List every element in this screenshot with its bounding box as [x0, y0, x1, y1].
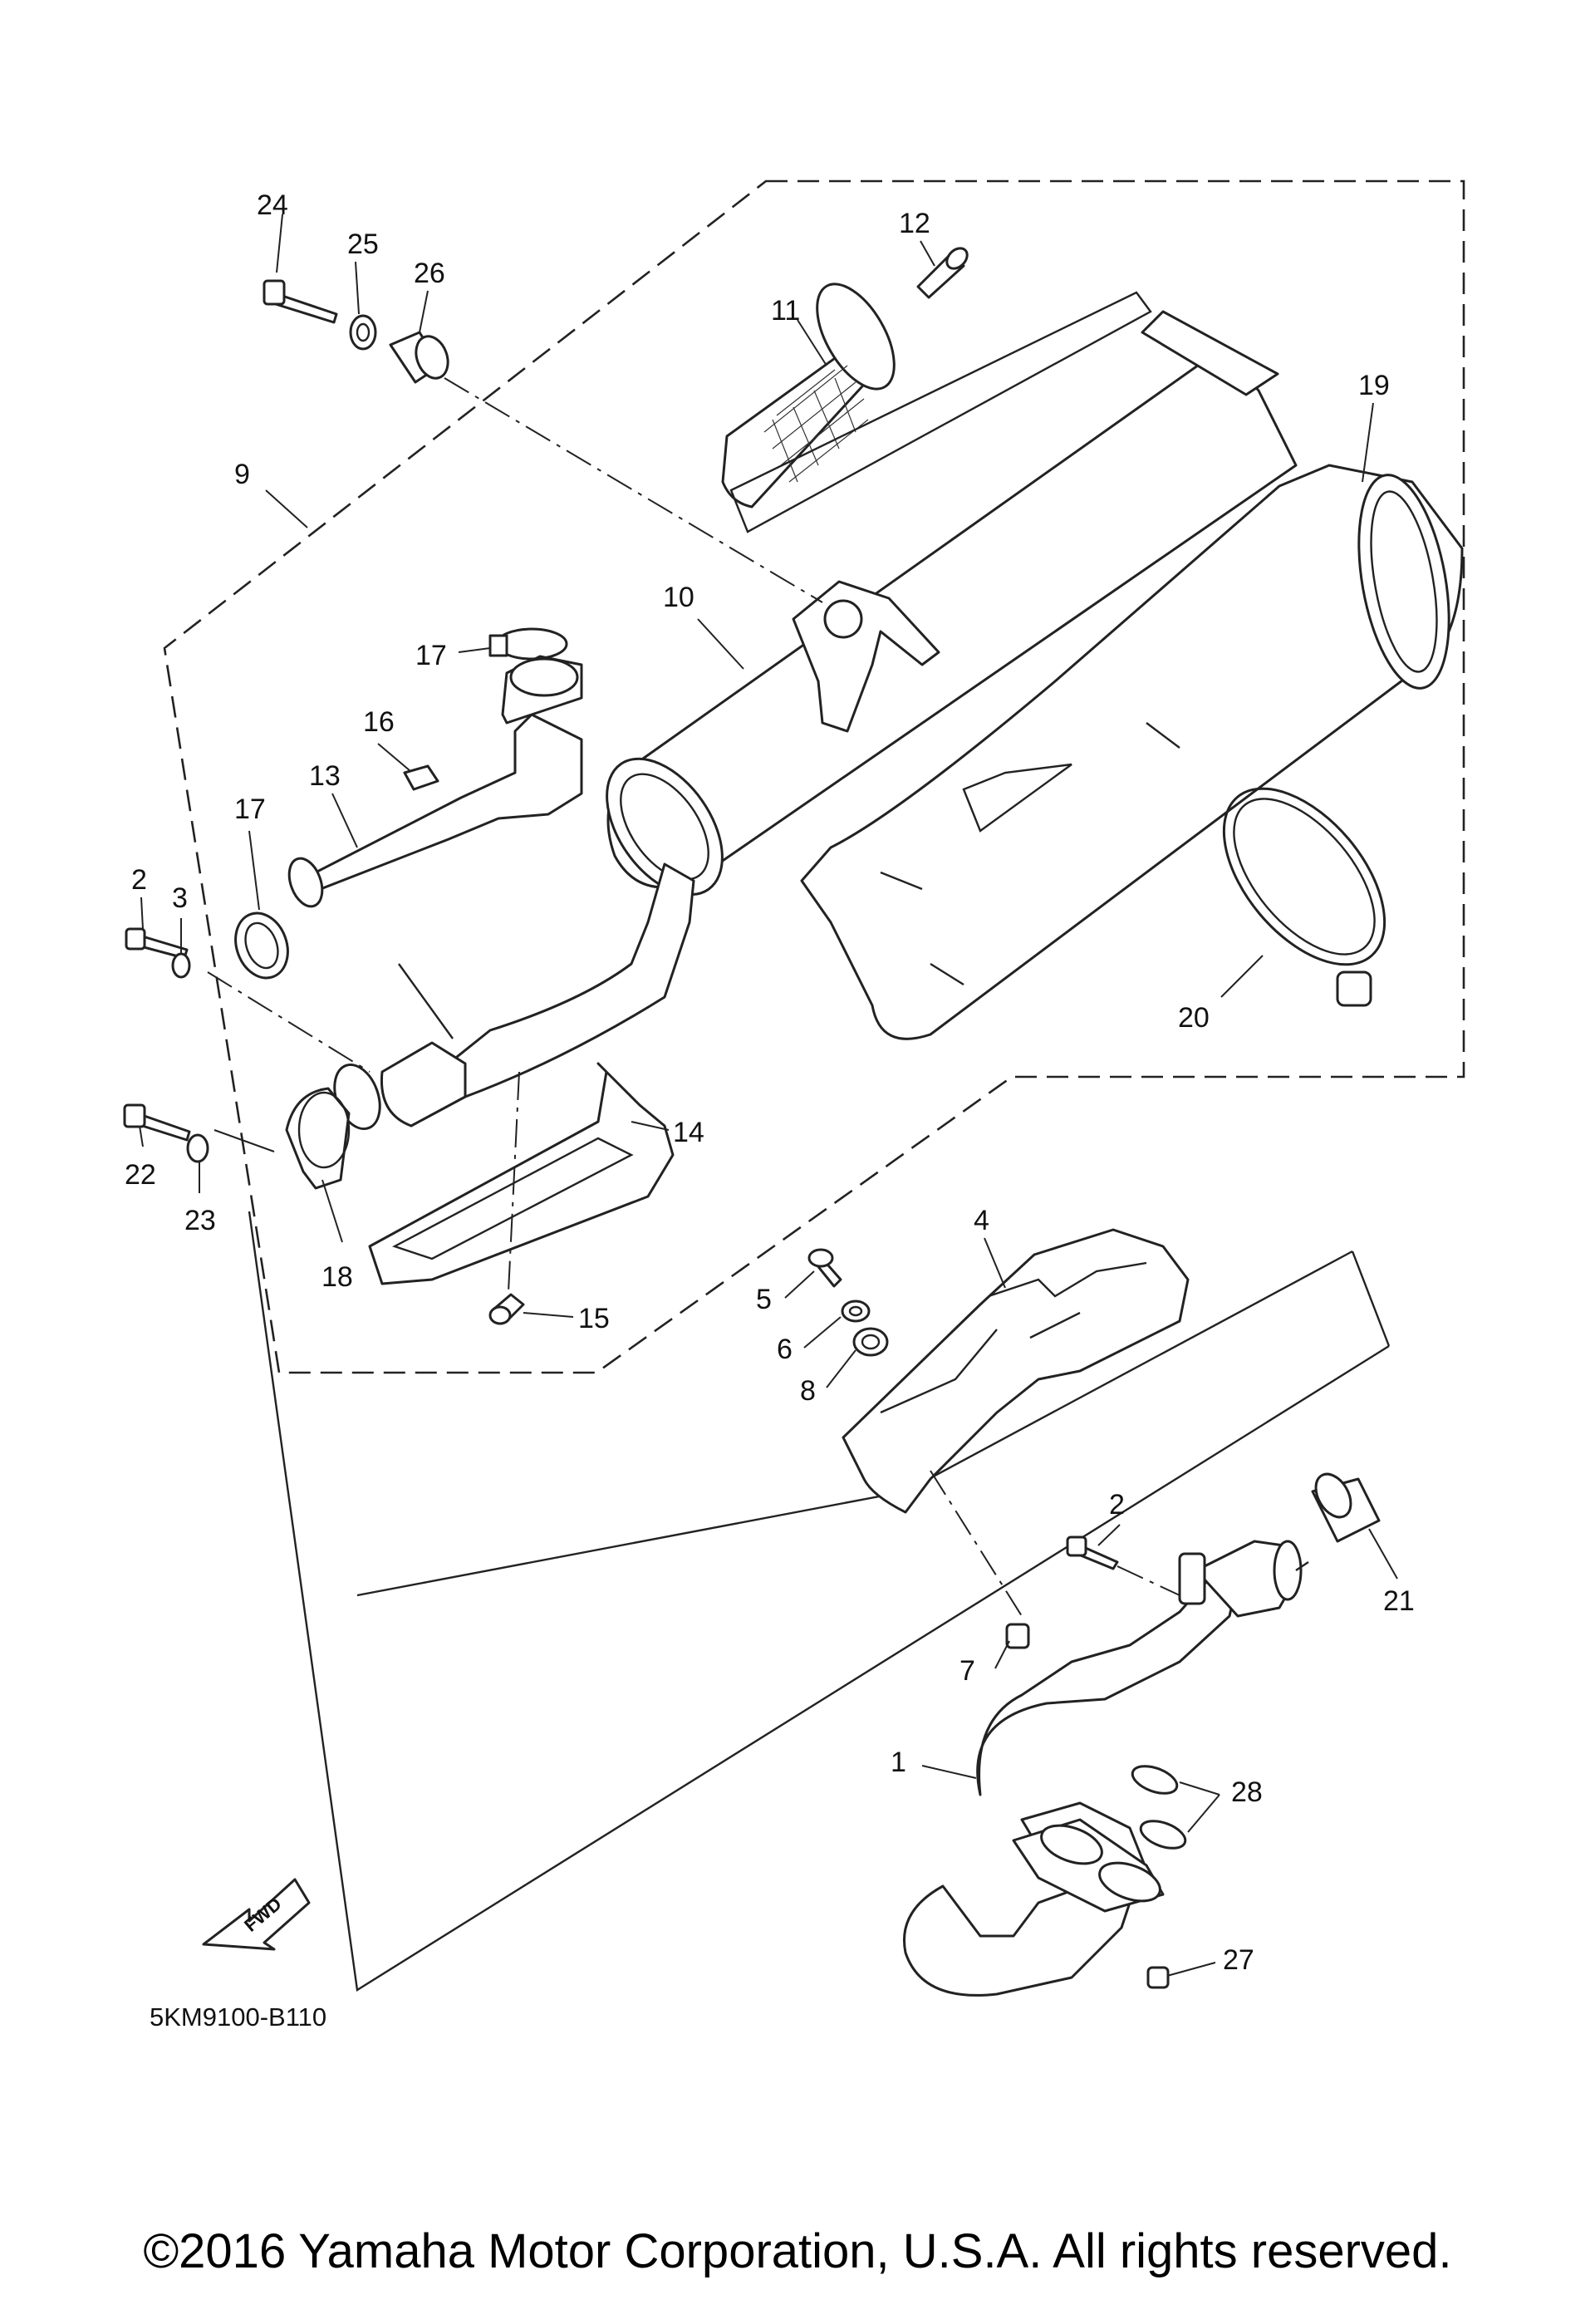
callout-17-lower: 17: [234, 794, 266, 825]
callout-22: 22: [125, 1159, 156, 1191]
copyright-notice: ©2016 Yamaha Motor Corporation, U.S.A. A…: [143, 2224, 1452, 2278]
callout-4: 4: [974, 1205, 989, 1236]
bolt-22: [123, 1103, 191, 1142]
bolt-24-centerline: [444, 377, 823, 603]
callout-16: 16: [363, 706, 395, 738]
callout-14: 14: [673, 1117, 704, 1148]
spark-arrester-gasket-frame: [729, 291, 1152, 533]
callout-19: 19: [1358, 370, 1390, 401]
callout-5: 5: [756, 1284, 772, 1315]
muffler-body: [447, 310, 1298, 1098]
callout-8: 8: [800, 1375, 816, 1407]
muffler-assembly-boundary: [163, 179, 1465, 1374]
callout-25: 25: [347, 228, 379, 260]
callout-7: 7: [959, 1655, 975, 1687]
bolt-2-lower: [1066, 1535, 1119, 1570]
callout-6: 6: [777, 1334, 793, 1365]
clamp-17-lower: [234, 911, 289, 980]
gasket-28-lower: [1139, 1820, 1187, 1850]
screw-5: [807, 1248, 842, 1288]
inner-pipe-13: [287, 713, 583, 908]
arrester-screw: [916, 247, 969, 299]
callout-3: 3: [172, 882, 188, 914]
gasket-21: [1311, 1472, 1381, 1543]
exhaust-flange: [1012, 1818, 1165, 1913]
callout-2-left: 2: [131, 864, 147, 896]
callout-1: 1: [891, 1747, 906, 1778]
callout-23: 23: [184, 1205, 216, 1236]
callout-13: 13: [309, 760, 341, 792]
callout-28: 28: [1231, 1776, 1263, 1808]
callout-26: 26: [414, 258, 445, 289]
gasket-14-centerline: [508, 1071, 520, 1293]
protector-centerline: [930, 1470, 1023, 1617]
callout-leaders: [139, 214, 1398, 1977]
bolt-2-lower-centerline: [1116, 1565, 1180, 1596]
assembly-leader-line: [248, 1211, 1390, 1992]
clamp-band: [1222, 787, 1386, 1007]
nut-27: [1146, 1966, 1170, 1989]
gasket-14: [368, 1062, 675, 1285]
callout-2-lower: 2: [1109, 1489, 1125, 1521]
callout-11: 11: [771, 295, 800, 327]
diagram-code: 5KM9100-B110: [150, 2002, 326, 2032]
bolt-24: [263, 279, 338, 324]
callout-12: 12: [899, 208, 930, 239]
callout-15: 15: [578, 1303, 610, 1334]
washer-3: [171, 952, 191, 979]
callout-24: 24: [257, 189, 288, 221]
callout-9: 9: [234, 459, 250, 490]
washer-25: [349, 314, 377, 351]
muffler-heat-shield: [800, 464, 1464, 1040]
callout-10: 10: [663, 582, 694, 613]
collar-26: [389, 331, 449, 384]
nut-7: [1005, 1623, 1030, 1649]
callout-18: 18: [321, 1261, 353, 1293]
washer-6: [841, 1300, 871, 1323]
exhaust-pipe-outlet: [1178, 1540, 1303, 1618]
exhaust-pipe-group-bracket: [356, 1250, 1391, 1597]
heat-protector-4: [842, 1228, 1190, 1514]
damper-nut-16: [403, 764, 439, 791]
forward-direction-arrow: FWD: [202, 1878, 311, 1951]
exhaust-inlet-line: [1295, 1561, 1309, 1571]
clamp-17-upper: [488, 627, 568, 661]
washer-23: [186, 1133, 209, 1163]
callout-21: 21: [1383, 1585, 1415, 1617]
gasket-28-upper: [1131, 1765, 1179, 1795]
callout-numbers: 24 25 26 9 10 11 12 13 16 17 17 14 15 18…: [125, 189, 1415, 1976]
spark-arrester: [721, 283, 896, 509]
clamp-18: [285, 1087, 351, 1190]
callout-17-upper: 17: [415, 640, 447, 671]
pipe-bracket-line: [398, 963, 454, 1039]
clamp-17-centerline: [207, 971, 371, 1073]
collar-8: [852, 1327, 889, 1357]
callout-27: 27: [1223, 1944, 1254, 1976]
pipe-joint-upper: [501, 655, 583, 725]
callout-20: 20: [1178, 1002, 1210, 1034]
screw-15: [488, 1293, 525, 1325]
